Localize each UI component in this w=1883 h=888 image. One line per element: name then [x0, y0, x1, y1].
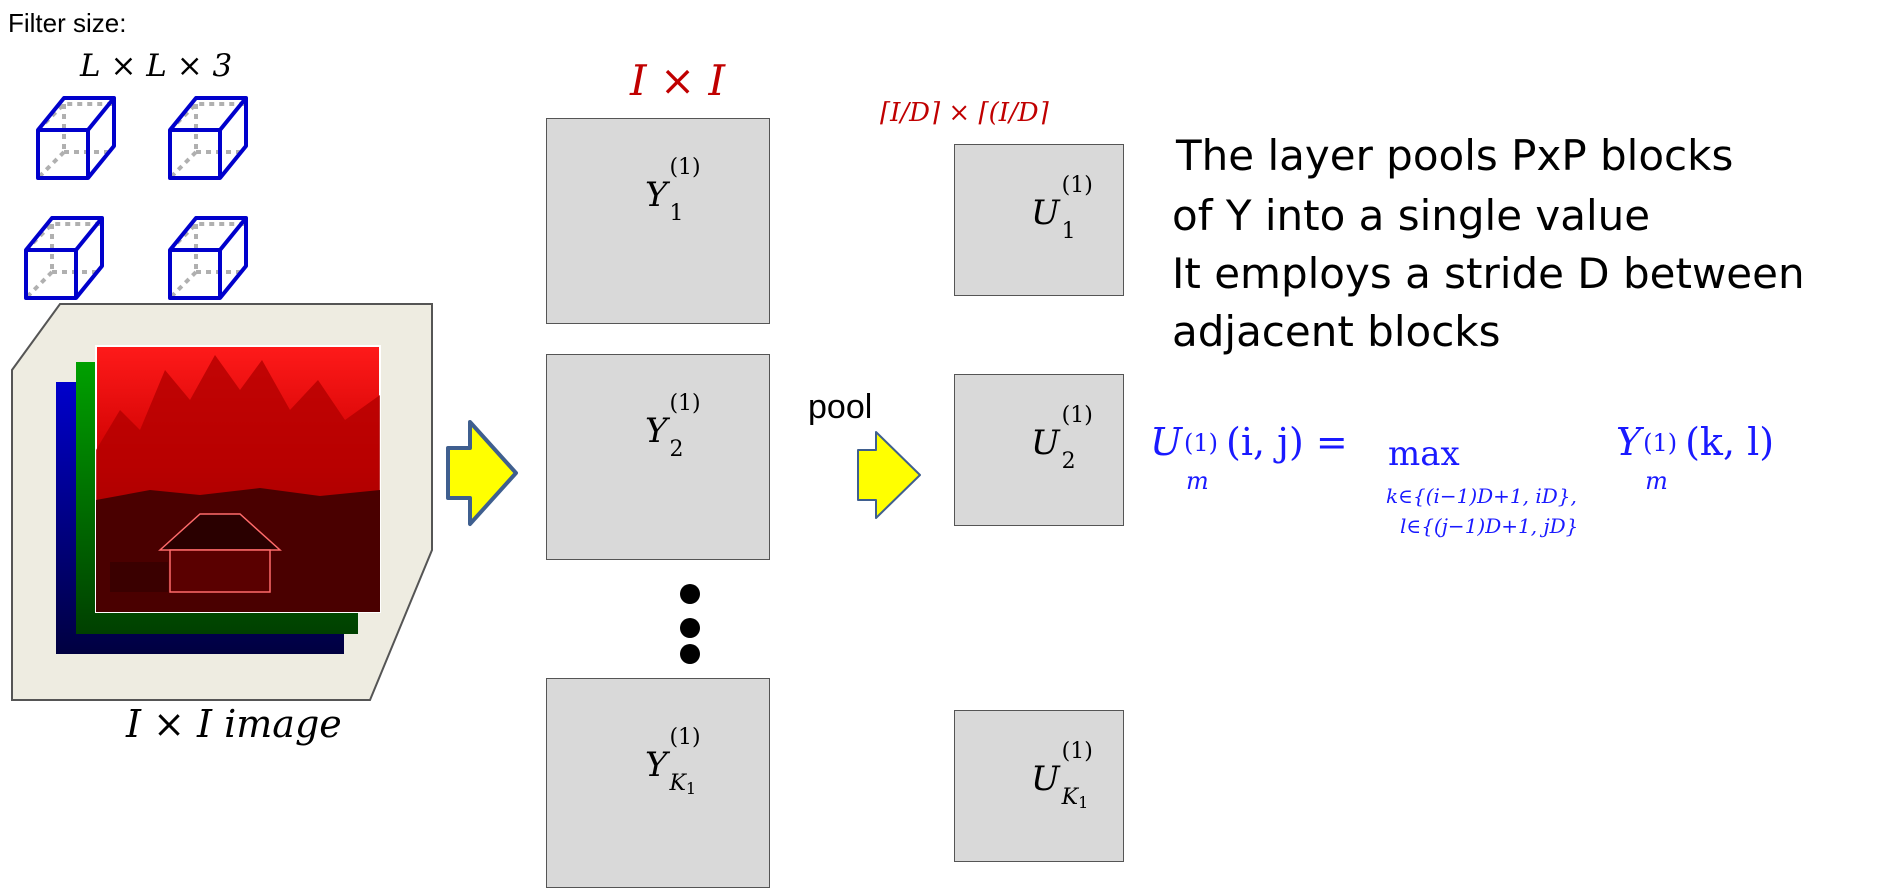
pool-map-2-label: U(1)2 [1031, 423, 1060, 463]
description-line-2: of Y into a single value [1172, 192, 1650, 240]
pool-map-1: U(1)1 [954, 144, 1124, 296]
filter-cube-2 [170, 98, 246, 178]
filter-cube-4 [170, 218, 246, 298]
pool-label: pool [808, 388, 872, 427]
description-line-1: The layer pools PxP blocks [1176, 132, 1733, 180]
input-image-stack [0, 300, 450, 710]
conv-map-k-label: Y(1)K1 [645, 745, 667, 785]
equation-rhs: Y(1)m(k, l) [1616, 420, 1774, 464]
pool-dims: ⌈I/D⌉ × ⌈(I/D⌉ [880, 98, 1049, 128]
pool-arrow [854, 428, 926, 522]
ellipsis-dot-3 [680, 644, 700, 664]
equation-lhs: U(1)m(i, j) = [1150, 420, 1348, 464]
description-line-4: adjacent blocks [1172, 308, 1501, 356]
pool-map-1-label: U(1)1 [1031, 193, 1060, 233]
red-channel [96, 346, 380, 612]
equation-condition-k: k∈{(i−1)D+1, iD}, [1386, 484, 1577, 508]
pool-map-k: U(1)K1 [954, 710, 1124, 862]
filter-dims: L × L × 3 [80, 48, 232, 84]
conv-dims: I × I [630, 56, 725, 105]
conv-map-1: Y(1)1 [546, 118, 770, 324]
max-pool-equation: U(1)m(i, j) = max k∈{(i−1)D+1, iD}, l∈{(… [1150, 400, 1883, 570]
conv-map-2: Y(1)2 [546, 354, 770, 560]
description-line-3: It employs a stride D between [1172, 250, 1805, 298]
conv-map-2-label: Y(1)2 [645, 411, 667, 451]
equation-condition-l: l∈{(j−1)D+1, jD} [1400, 514, 1578, 538]
ellipsis-dot-1 [680, 584, 700, 604]
ellipsis-dot-2 [680, 618, 700, 638]
conv-map-1-label: Y(1)1 [645, 175, 667, 215]
image-caption: I × I image [126, 702, 342, 746]
conv-map-k: Y(1)K1 [546, 678, 770, 888]
filter-cube-3 [26, 218, 102, 298]
filter-cube-1 [38, 98, 114, 178]
filter-caption: Filter size: [8, 8, 126, 39]
pool-map-k-label: U(1)K1 [1031, 759, 1060, 799]
filter-cubes [0, 90, 300, 310]
pool-map-2: U(1)2 [954, 374, 1124, 526]
equation-max-operator: max [1388, 434, 1460, 474]
conv-arrow [444, 418, 524, 528]
